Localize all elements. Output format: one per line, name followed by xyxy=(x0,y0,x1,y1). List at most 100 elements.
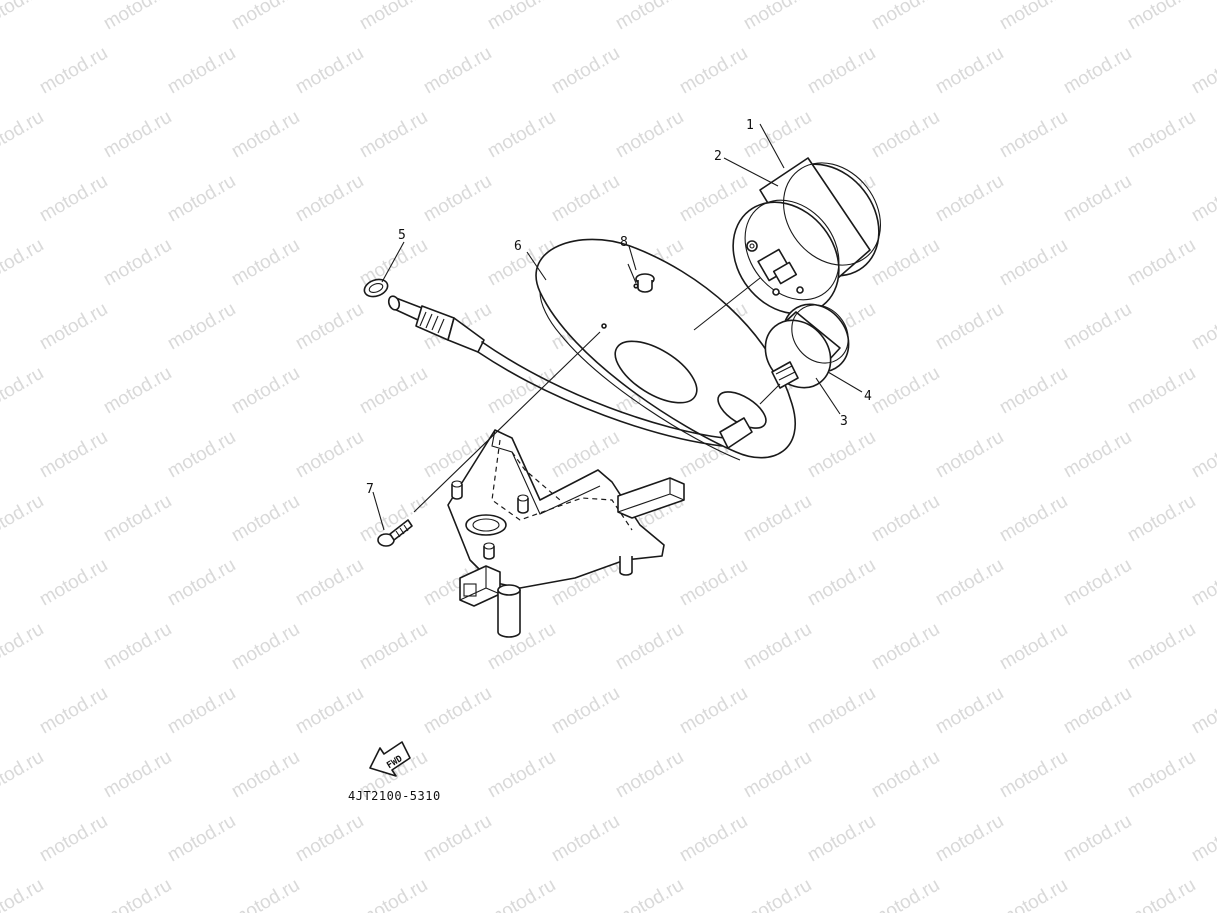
watermark-text: motod.ru xyxy=(1188,811,1217,867)
watermark-text: motod.ru xyxy=(36,427,111,483)
watermark-text: motod.ru xyxy=(1124,875,1199,913)
watermark-text: motod.ru xyxy=(484,0,559,34)
watermark-text: motod.ru xyxy=(0,747,47,803)
callout-7: 7 xyxy=(366,482,374,497)
watermark-text: motod.ru xyxy=(164,555,239,611)
watermark-text: motod.ru xyxy=(804,683,879,739)
watermark-text: motod.ru xyxy=(420,43,495,99)
watermark-text: motod.ru xyxy=(0,491,47,547)
watermark-text: motod.ru xyxy=(484,107,559,163)
watermark-text: motod.ru xyxy=(484,619,559,675)
watermark-text: motod.ru xyxy=(1188,683,1217,739)
watermark-text: motod.ru xyxy=(164,683,239,739)
watermark-text: motod.ru xyxy=(996,875,1071,913)
watermark-text: motod.ru xyxy=(996,363,1071,419)
watermark-text: motod.ru xyxy=(932,811,1007,867)
cover-bolt xyxy=(635,273,655,293)
watermark-text: motod.ru xyxy=(932,555,1007,611)
watermark-text: motod.ru xyxy=(228,491,303,547)
watermark-text: motod.ru xyxy=(292,299,367,355)
watermark-text: motod.ru xyxy=(868,235,943,291)
watermark-text: motod.ru xyxy=(1060,683,1135,739)
watermark-text: motod.ru xyxy=(420,171,495,227)
watermark-text: motod.ru xyxy=(36,171,111,227)
watermark-text: motod.ru xyxy=(36,43,111,99)
callout-3: 3 xyxy=(840,414,848,429)
watermark-text: motod.ru xyxy=(1188,427,1217,483)
watermark-text: motod.ru xyxy=(1124,107,1199,163)
watermark-text: motod.ru xyxy=(548,811,623,867)
watermark-text: motod.ru xyxy=(1188,299,1217,355)
watermark-text: motod.ru xyxy=(548,427,623,483)
watermark-text: motod.ru xyxy=(612,875,687,913)
watermark-text: motod.ru xyxy=(932,683,1007,739)
watermark-text: motod.ru xyxy=(356,107,431,163)
watermark-text: motod.ru xyxy=(228,107,303,163)
watermark-text: motod.ru xyxy=(1124,747,1199,803)
watermark-text: motod.ru xyxy=(1188,171,1217,227)
watermark-text: motod.ru xyxy=(356,363,431,419)
watermark-text: motod.ru xyxy=(228,747,303,803)
watermark-text: motod.ru xyxy=(484,747,559,803)
watermark-text: motod.ru xyxy=(612,107,687,163)
watermark-text: motod.ru xyxy=(868,491,943,547)
callout-2: 2 xyxy=(714,149,722,164)
watermark-text: motod.ru xyxy=(420,811,495,867)
watermark-text: motod.ru xyxy=(868,363,943,419)
watermark-text: motod.ru xyxy=(292,43,367,99)
watermark-text: motod.ru xyxy=(996,619,1071,675)
watermark-text: motod.ru xyxy=(996,235,1071,291)
watermark-text: motod.ru xyxy=(996,0,1071,34)
watermark-text: motod.ru xyxy=(356,0,431,34)
watermark-text: motod.ru xyxy=(548,171,623,227)
watermark-text: motod.ru xyxy=(36,683,111,739)
watermark-text: motod.ru xyxy=(868,619,943,675)
watermark-text: motod.ru xyxy=(0,0,47,34)
watermark-text: motod.ru xyxy=(292,555,367,611)
watermark-text: motod.ru xyxy=(740,747,815,803)
watermark-text: motod.ru xyxy=(932,299,1007,355)
watermark-text: motod.ru xyxy=(292,683,367,739)
watermark-text: motod.ru xyxy=(100,747,175,803)
watermark-text: motod.ru xyxy=(676,683,751,739)
watermark-text: motod.ru xyxy=(996,491,1071,547)
watermark-text: motod.ru xyxy=(484,875,559,913)
watermark-text: motod.ru xyxy=(292,427,367,483)
watermark-text: motod.ru xyxy=(164,427,239,483)
watermark-text: motod.ru xyxy=(676,171,751,227)
mounting-bracket xyxy=(447,429,685,638)
watermark-text: motod.ru xyxy=(0,235,47,291)
watermark-text: motod.ru xyxy=(484,363,559,419)
watermark-text: motod.ru xyxy=(804,427,879,483)
watermark-text: motod.ru xyxy=(1060,811,1135,867)
watermark-text: motod.ru xyxy=(100,107,175,163)
watermark-text: motod.ru xyxy=(868,0,943,34)
watermark-text: motod.ru xyxy=(1060,171,1135,227)
watermark-text: motod.ru xyxy=(420,683,495,739)
callout-1: 1 xyxy=(746,118,754,133)
mounting-screw xyxy=(377,519,413,547)
watermark-text: motod.ru xyxy=(804,43,879,99)
watermark-text: motod.ru xyxy=(996,107,1071,163)
watermark-text: motod.ru xyxy=(612,747,687,803)
watermark-text: motod.ru xyxy=(1060,427,1135,483)
watermark-text: motod.ru xyxy=(868,747,943,803)
watermark-text: motod.ru xyxy=(356,875,431,913)
watermark-text: motod.ru xyxy=(164,171,239,227)
tachometer-assembly xyxy=(764,303,850,389)
callout-4: 4 xyxy=(864,389,872,404)
watermark-text: motod.ru xyxy=(1188,555,1217,611)
watermark-text: motod.ru xyxy=(1124,619,1199,675)
speedometer-assembly xyxy=(732,157,882,315)
callout-6: 6 xyxy=(514,239,522,254)
watermark-text: motod.ru xyxy=(740,107,815,163)
watermark-text: motod.ru xyxy=(356,619,431,675)
watermark-text: motod.ru xyxy=(100,0,175,34)
watermark-text: motod.ru xyxy=(1124,363,1199,419)
watermark-text: motod.ru xyxy=(100,875,175,913)
watermark-text: motod.ru xyxy=(804,811,879,867)
watermark-text: motod.ru xyxy=(548,683,623,739)
watermark-text: motod.ru xyxy=(100,235,175,291)
